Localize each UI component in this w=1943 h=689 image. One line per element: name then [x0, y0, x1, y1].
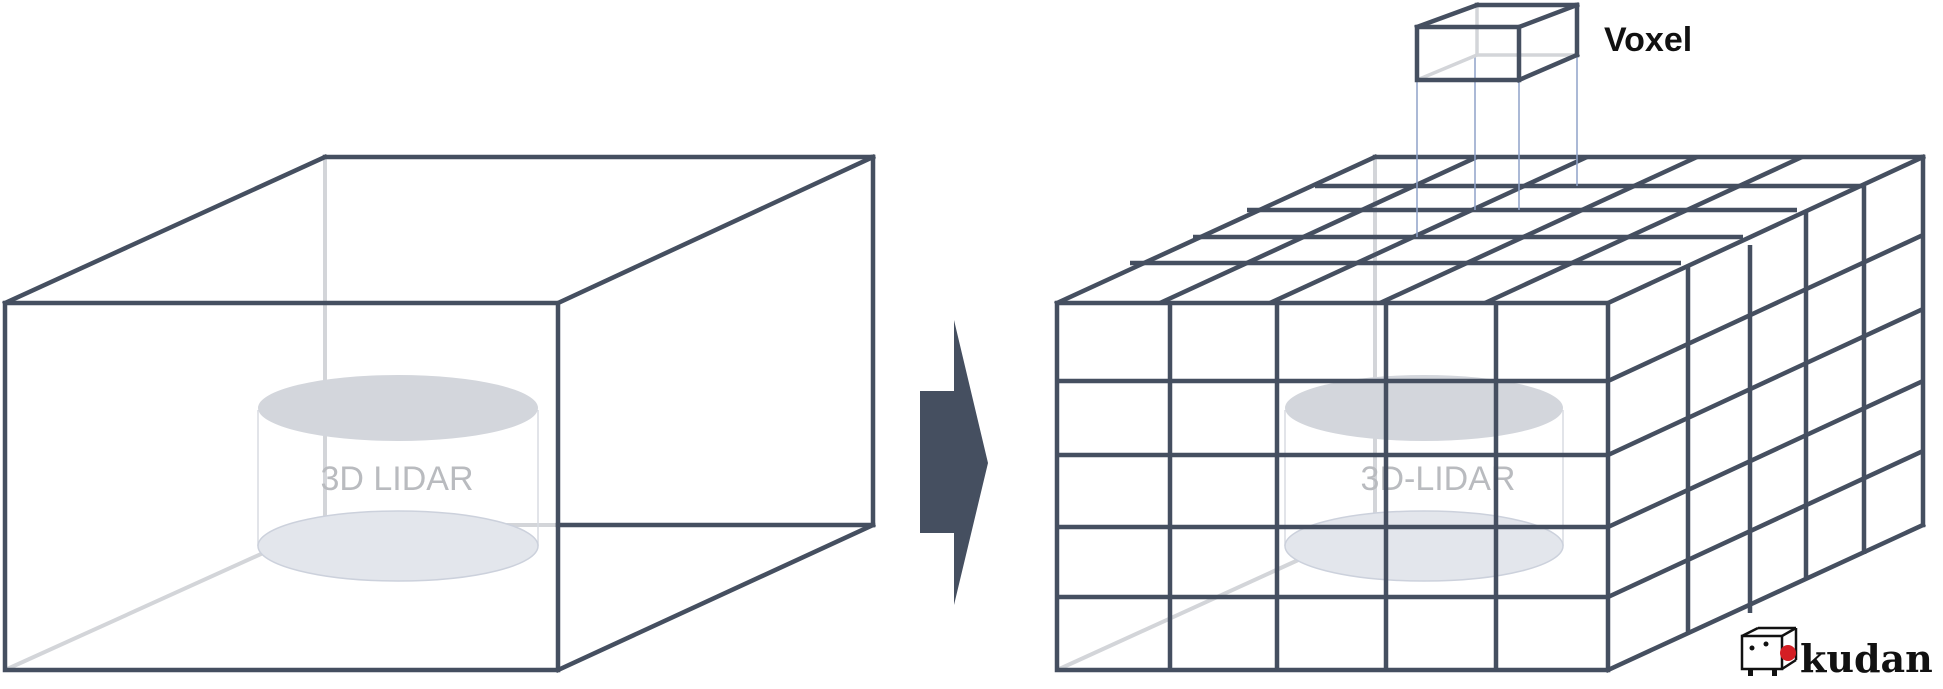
left-lidar-cylinder: 3D LIDAR	[257, 375, 539, 582]
left-box: 3D LIDAR	[2, 154, 876, 673]
kudan-logo: kudan	[1740, 626, 1933, 681]
voxel-cube	[1414, 2, 1580, 83]
right-lidar-cylinder: 3D-LIDAR	[1284, 375, 1564, 582]
right-box: 3D-LIDAR	[1054, 2, 1926, 673]
right-side-face-grid	[1605, 154, 1926, 673]
kudan-logo-text: kudan	[1800, 636, 1933, 681]
right-lidar-bottom-disc	[1284, 510, 1564, 582]
right-lidar-top-disc	[1285, 375, 1563, 441]
right-arrow-icon	[920, 320, 988, 605]
right-top-face-grid	[1054, 154, 1926, 306]
voxel-label: Voxel	[1604, 21, 1692, 59]
left-lidar-top-disc	[258, 375, 538, 441]
kudan-mascot-icon	[1740, 626, 1798, 676]
left-lidar-bottom-disc	[257, 510, 539, 582]
left-lidar-label: 3D LIDAR	[320, 460, 473, 498]
right-front-face-grid	[1054, 300, 1611, 673]
left-box-frame	[2, 154, 876, 673]
